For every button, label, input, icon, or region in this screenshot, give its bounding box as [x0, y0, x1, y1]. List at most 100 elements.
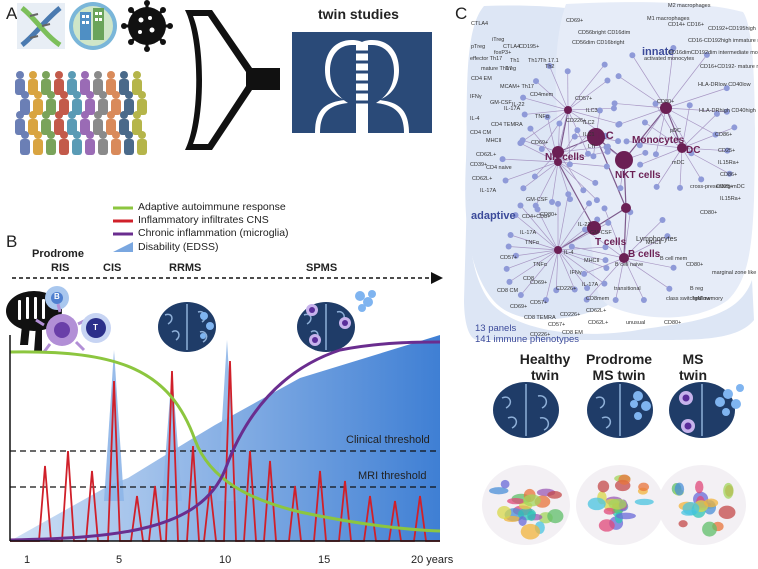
phenotype-node — [517, 292, 524, 299]
phenotype-label: CD62L+ — [586, 308, 607, 314]
phenotype-node — [592, 179, 599, 186]
hub-label-nk: NK cells — [545, 152, 585, 163]
person-body — [46, 139, 56, 155]
phenotype-node — [686, 102, 693, 109]
phenotype-label: CD80+ — [686, 262, 704, 268]
phenotype-label: MHCII — [584, 258, 600, 264]
innate-label: innate — [642, 46, 675, 58]
network-edge — [537, 209, 559, 251]
phenotype-label: CD4mem — [530, 92, 554, 98]
phenotype-label: MHCII — [486, 138, 502, 144]
environment-icon — [69, 2, 117, 50]
phenotype-label: CD25+ — [716, 184, 734, 190]
ms-brain-icon — [669, 382, 744, 438]
person-head — [120, 111, 128, 119]
phenotype-count: 141 immune phenotypes — [475, 334, 580, 345]
phenotype-node — [623, 138, 630, 145]
phenotype-label: TNFα — [535, 114, 549, 120]
phenotype-node — [698, 176, 705, 183]
network-edge — [557, 161, 595, 229]
tsne-cluster — [702, 521, 717, 537]
phenotype-label: CD57+ — [530, 300, 548, 306]
person-head — [99, 91, 107, 99]
person-head — [16, 71, 24, 79]
phenotype-node — [640, 297, 647, 303]
stage-ris: RIS — [51, 262, 70, 274]
phenotype-label: CD62L+ — [588, 320, 609, 326]
network-edge — [551, 161, 559, 203]
hub-label-lymphocytes: Lymphocytes — [636, 236, 677, 243]
network-edge — [521, 109, 569, 143]
person-head — [86, 131, 94, 139]
network-edge — [557, 146, 608, 153]
phenotype-node — [605, 219, 612, 226]
person-head — [125, 91, 133, 99]
person-body — [98, 139, 108, 155]
phenotype-node — [617, 185, 624, 192]
phenotype-label: CD8mem — [586, 296, 610, 302]
phenotype-label: CD25+ — [718, 148, 736, 154]
phenotype-label: IL-22 — [578, 222, 591, 228]
network-edge — [520, 205, 559, 251]
person-body — [15, 119, 25, 135]
network-edge — [549, 65, 569, 111]
person-body — [106, 79, 116, 95]
phenotype-label: CD4 naive — [486, 165, 512, 171]
phenotype-node — [593, 197, 600, 204]
phenotype-node — [659, 216, 666, 223]
person-head — [29, 71, 37, 79]
person-body — [132, 119, 142, 135]
phenotype-node — [568, 243, 575, 250]
network-edge — [615, 257, 625, 301]
b-cell-label: B — [54, 292, 60, 301]
phenotype-label: Th2 — [545, 64, 555, 70]
person-head — [29, 111, 37, 119]
person-body — [59, 99, 69, 115]
phenotype-node — [565, 191, 572, 198]
disability-relapse-spike — [162, 370, 182, 501]
phenotype-label: ILC2 — [583, 120, 595, 126]
twin-brains-and-tsne — [482, 382, 746, 545]
phenotype-label: foxP3+ — [494, 50, 512, 56]
disability-relapse-spike — [104, 350, 124, 501]
hub-node — [677, 143, 687, 153]
person-head — [42, 71, 50, 79]
phenotype-node — [637, 161, 644, 168]
phenotype-label: B cell naive — [615, 262, 644, 268]
network-edge — [557, 249, 606, 261]
person-head — [55, 111, 63, 119]
phenotype-node — [703, 51, 710, 58]
hub-label-ilc: ILC — [596, 130, 614, 142]
phenotype-node — [503, 265, 510, 272]
twin-silhouette-icon — [292, 32, 432, 133]
tsne-cluster — [547, 490, 562, 499]
network-edge — [584, 257, 625, 275]
phenotype-node — [521, 111, 528, 118]
phenotype-node — [594, 216, 601, 223]
phenotype-node — [499, 156, 506, 163]
person-head — [34, 91, 42, 99]
person-head — [47, 91, 55, 99]
phenotype-node — [585, 150, 592, 157]
person-body — [111, 99, 121, 115]
person-body — [85, 139, 95, 155]
network-edge — [520, 249, 559, 296]
tsne-cluster — [598, 519, 615, 532]
phenotype-label: CD86+ — [720, 172, 738, 178]
phenotype-label: CD4 CM — [470, 130, 492, 136]
network-edge — [665, 107, 683, 149]
hub-label-nkt: NKT cells — [615, 170, 661, 181]
virus-icon — [121, 0, 173, 52]
panel-a-letter: A — [6, 4, 18, 23]
network-edge — [557, 110, 569, 153]
person-head — [73, 91, 81, 99]
phenotype-node — [670, 44, 677, 51]
network-edge — [655, 103, 683, 149]
network-edge — [557, 249, 605, 284]
hub-node — [660, 102, 672, 114]
phenotype-label: TNFα — [533, 262, 547, 268]
healthy-brain-icon — [493, 382, 559, 438]
network-edge — [623, 257, 645, 301]
phenotype-node — [506, 278, 513, 285]
network-edge — [509, 249, 559, 283]
